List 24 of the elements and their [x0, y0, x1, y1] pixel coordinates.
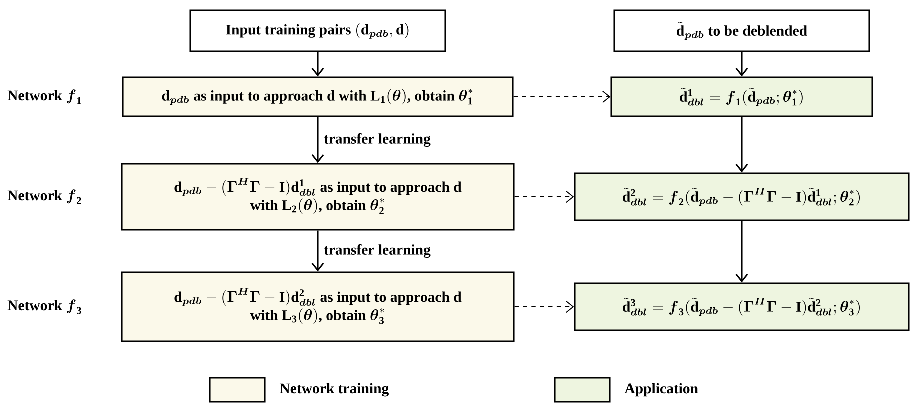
legend-text: Application [624, 383, 698, 397]
arrow [513, 90, 611, 104]
arrow [736, 221, 748, 283]
arrow [736, 117, 748, 173]
input-box: $\tilde{\mathbf{d}}_{\boldsymbol{pdb}}\text{ to be deblended}$ [614, 10, 870, 52]
training-box: $\mathbf{d}_{\boldsymbol{pdb}}\text{ as input to approach }\mathbf{d}\text{ with }\mathbf{L}_{\mathbf{1}}(\boldsymbol{\theta})\text{, obtain }\boldsymbol{\theta}_{\mathbf{1}}^{*}$ [122, 76, 514, 118]
application-box: $\tilde{\mathbf{d}}_{\boldsymbol{dbl}}^{\mathbf{3}}=\boldsymbol{f}_{\mathbf{3}}(\tilde{\mathbf{d}}_{\boldsymbol{pdb}}-(\boldsymbol{\Gamma}^{\boldsymbol{H}}\boldsymbol{\Gamma}-\mathbf{I})\tilde{\mathbf{d}}_{\boldsymbol{dbl}}^{\mathbf{2}};\boldsymbol{\theta}_{\mathbf{3}}^{*})$ [574, 282, 910, 332]
legend-text: Network training [280, 383, 390, 397]
arrow [514, 300, 574, 314]
network-label: $\text{Network }\boldsymbol{f}_{\mathbf{1}}$ [8, 90, 82, 104]
network-label: $\text{Network }\boldsymbol{f}_{\mathbf{3}}$ [8, 300, 82, 314]
arrow [312, 52, 324, 77]
arrow [312, 230, 324, 272]
network-label: $\text{Network }\boldsymbol{f}_{\mathbf{2}}$ [8, 190, 82, 204]
edge-label: transfer learning [324, 133, 431, 148]
training-box: $\begin{array}{c}\mathbf{d}_{\boldsymbol{pdb}}-(\boldsymbol{\Gamma}^{\boldsymbol{H}}\boldsymbol{\Gamma}-\mathbf{I})\mathbf{d}_{\boldsymbol{dbl}}^{\mathbf{1}}\text{ as input to approach }\mathbf{d}\\\text{with }\mathbf{L}_{\mathbf{2}}(\boldsymbol{\theta})\text{, obtain }\boldsymbol{\theta}_{\mathbf{2}}^{*}\end{array}$ [121, 163, 515, 231]
application-box: $\tilde{\mathbf{d}}_{\boldsymbol{dbl}}^{\mathbf{1}}=\boldsymbol{f}_{\mathbf{1}}(\tilde{\mathbf{d}}_{\boldsymbol{pdb}};\boldsymbol{\theta}_{\mathbf{1}}^{*})$ [610, 76, 874, 118]
arrow [736, 52, 748, 77]
arrow [312, 117, 324, 164]
edge-label: transfer learning [324, 244, 431, 258]
application-box: $\tilde{\mathbf{d}}_{\boldsymbol{dbl}}^{\mathbf{2}}=\boldsymbol{f}_{\mathbf{2}}(\tilde{\mathbf{d}}_{\boldsymbol{pdb}}-(\boldsymbol{\Gamma}^{\boldsymbol{H}}\boldsymbol{\Gamma}-\mathbf{I})\tilde{\mathbf{d}}_{\boldsymbol{dbl}}^{\mathbf{1}};\boldsymbol{\theta}_{\mathbf{2}}^{*})$ [574, 172, 910, 222]
training-box: $\begin{array}{c}\mathbf{d}_{\boldsymbol{pdb}}-(\boldsymbol{\Gamma}^{\boldsymbol{H}}\boldsymbol{\Gamma}-\mathbf{I})\mathbf{d}_{\boldsymbol{dbl}}^{\mathbf{2}}\text{ as input to approach }\mathbf{d}\\\text{with }\mathbf{L}_{\mathbf{3}}(\boldsymbol{\theta})\text{, obtain }\boldsymbol{\theta}_{\mathbf{3}}^{*}\end{array}$ [121, 272, 515, 342]
arrow [514, 190, 574, 204]
input-box: $\text{Input training pairs }(\mathbf{d}_{\boldsymbol{pdb}},\mathbf{d})$ [190, 10, 446, 52]
